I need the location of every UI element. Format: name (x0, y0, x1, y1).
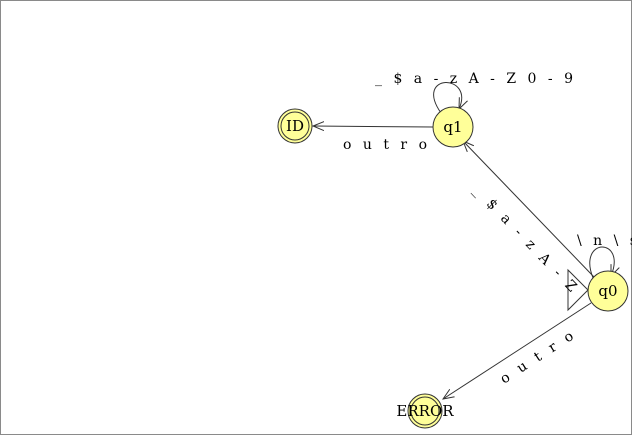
label-q1-to-id: o u t r o (343, 137, 431, 153)
edge-q0-to-error (443, 302, 592, 399)
state-id-circle (277, 108, 313, 144)
state-q0-circle (587, 270, 629, 312)
edge-q1-self-loop (433, 82, 462, 114)
label-q0-self-loop: \ n \ s \ (577, 233, 632, 249)
state-id-inner-ring (280, 111, 310, 141)
state-id-label: ID (286, 117, 304, 135)
state-q1-label: q1 (443, 118, 462, 136)
state-q0: q0 (587, 270, 629, 312)
state-q1-circle (432, 106, 474, 148)
start-arrow-icon (567, 268, 589, 312)
state-q1: q1 (432, 106, 474, 148)
label-q1-self-loop: _ $ a - z A - Z 0 - 9 (375, 71, 576, 87)
label-q0-to-q1: _ $ a - z A - Z (470, 183, 582, 298)
state-q0-label: q0 (598, 282, 617, 300)
state-id: ID (277, 108, 313, 144)
state-error-label: ERROR (396, 402, 454, 420)
edge-q1-to-id (313, 126, 434, 127)
label-q0-to-error: o u t r o (497, 326, 579, 387)
edge-q0-to-q1 (463, 141, 595, 278)
state-error-circle (407, 393, 443, 429)
edge-q0-self-loop (589, 246, 614, 279)
state-error: ERROR (396, 393, 454, 429)
state-error-inner-ring (410, 396, 440, 426)
